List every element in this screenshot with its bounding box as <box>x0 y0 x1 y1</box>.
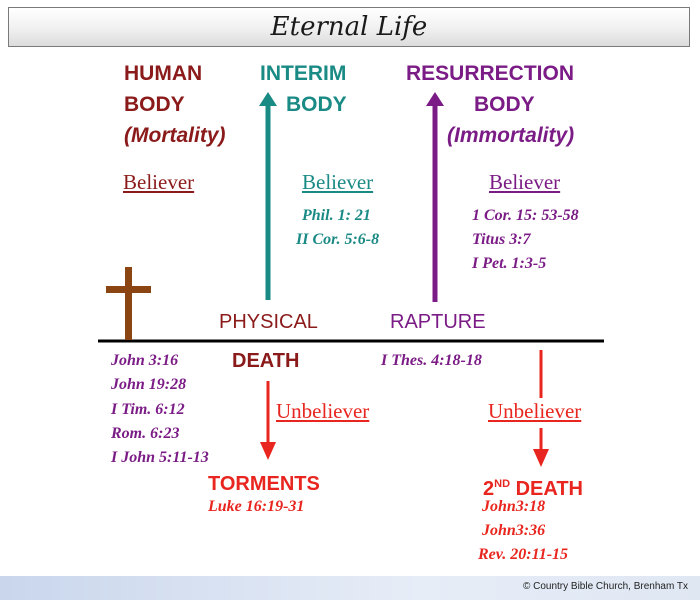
death-label: DEATH <box>232 350 300 372</box>
cross-icon <box>125 267 132 340</box>
resurrection-ref-1: 1 Cor. 15: 53-58 <box>472 207 579 224</box>
resurrection-ref-3: I Pet. 1:3-5 <box>472 255 547 272</box>
left-ref-2: John 19:28 <box>111 376 187 393</box>
resurrection-ref-2: Titus 3:7 <box>472 231 531 248</box>
second-death-ref-2: John3:36 <box>482 522 546 539</box>
interim-arrow-head <box>259 92 277 106</box>
copyright-text: © Country Bible Church, Brenham Tx <box>522 581 688 592</box>
interim-ref-1: Phil. 1: 21 <box>302 207 371 224</box>
second-death-prefix: 2 <box>483 478 495 500</box>
interim-ref-2: II Cor. 5:6-8 <box>296 231 380 248</box>
resurrection-heading-line1: RESURRECTION <box>406 62 575 85</box>
human-heading-line3: (Mortality) <box>124 124 226 147</box>
human-heading-line1: HUMAN <box>124 62 203 85</box>
interim-heading-line1: INTERIM <box>260 62 347 85</box>
second-death-superscript: ND <box>494 478 511 490</box>
resurrection-heading-line3: (Immortality) <box>447 124 575 147</box>
second-death-word: DEATH <box>515 478 583 500</box>
physical-label: PHYSICAL <box>219 311 318 333</box>
believer-label-interim: Believer <box>302 170 374 194</box>
rapture-label: RAPTURE <box>390 311 486 333</box>
unbeliever-label-second-death: Unbeliever <box>488 399 582 423</box>
interim-heading-line2: BODY <box>286 93 347 116</box>
left-ref-5: I John 5:11-13 <box>111 449 209 466</box>
second-death-ref-1: John3:18 <box>482 498 546 515</box>
second-death-label: 2ND DEATH <box>483 473 583 500</box>
second-death-ref-3: Rev. 20:11-15 <box>478 546 569 563</box>
left-ref-1: John 3:16 <box>111 352 179 369</box>
title-bar: Eternal Life <box>8 7 690 47</box>
resurrection-arrow-head <box>426 92 444 106</box>
resurrection-heading-line2: BODY <box>474 93 535 116</box>
cross-bar <box>106 286 151 293</box>
torments-label: TORMENTS <box>208 473 320 495</box>
page-title: Eternal Life <box>270 12 428 42</box>
believer-label-human: Believer <box>123 170 195 194</box>
left-ref-3: I Tim. 6:12 <box>111 401 185 418</box>
footer-bar: © Country Bible Church, Brenham Tx <box>0 576 700 600</box>
torments-arrow-head <box>260 442 276 460</box>
left-ref-4: Rom. 6:23 <box>111 425 180 442</box>
rapture-ref: I Thes. 4:18-18 <box>381 352 482 369</box>
believer-label-resurrection: Believer <box>489 170 561 194</box>
unbeliever-label-torments: Unbeliever <box>276 399 370 423</box>
second-death-arrow-head <box>533 449 549 467</box>
human-heading-line2: BODY <box>124 93 185 116</box>
torments-ref: Luke 16:19-31 <box>208 498 305 515</box>
